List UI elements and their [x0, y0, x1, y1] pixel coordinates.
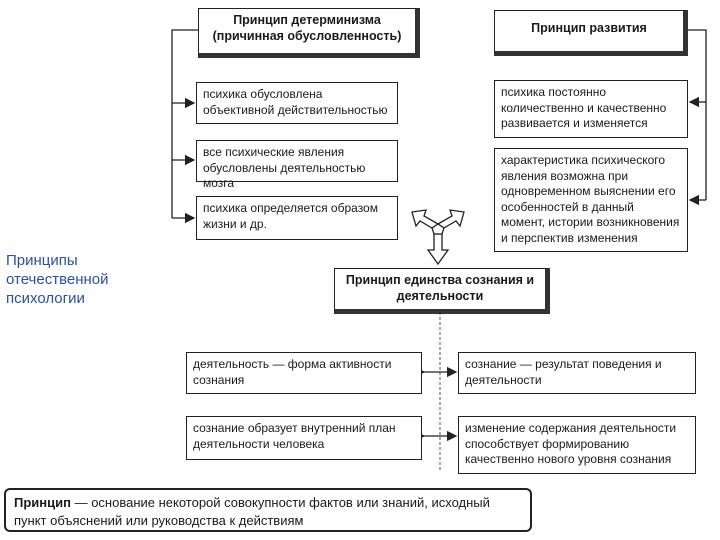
development-item-2: характеристика психического явления возм…	[494, 148, 688, 252]
unity-header: Принцип единства сознания и деятельности	[334, 268, 550, 314]
determinism-bracket-line	[171, 29, 198, 218]
unity-right-item-2: изменение содержания деятельности способ…	[458, 416, 696, 474]
three-way-arrow-icon	[411, 209, 465, 266]
definition-text: — основание некоторой совокупности факто…	[14, 495, 490, 529]
determinism-item-2: все психические явления обусловлены деят…	[196, 140, 398, 190]
development-header: Принцип развития	[494, 10, 688, 56]
principle-definition-box: Принцип — основание некоторой совокупнос…	[4, 488, 532, 532]
unity-left-item-2: сознание образует внутренний план деятел…	[186, 416, 422, 460]
unity-left-item-1: деятельность — форма активности сознания	[186, 352, 422, 394]
determinism-item-3: психика определяется образом жизни и др.	[196, 196, 398, 240]
unity-right-item-1: сознание — результат поведения и деятель…	[458, 352, 696, 394]
diagram-side-label: Принципы отечественной психологии	[6, 252, 109, 307]
determinism-header: Принцип детерминизма (причинная обусловл…	[198, 8, 420, 58]
determinism-item-1: психика обусловлена объективной действит…	[196, 82, 398, 124]
development-bracket-line	[688, 29, 707, 200]
development-item-1: психика постоянно количественно и качест…	[494, 80, 688, 138]
definition-term: Принцип	[14, 495, 71, 510]
